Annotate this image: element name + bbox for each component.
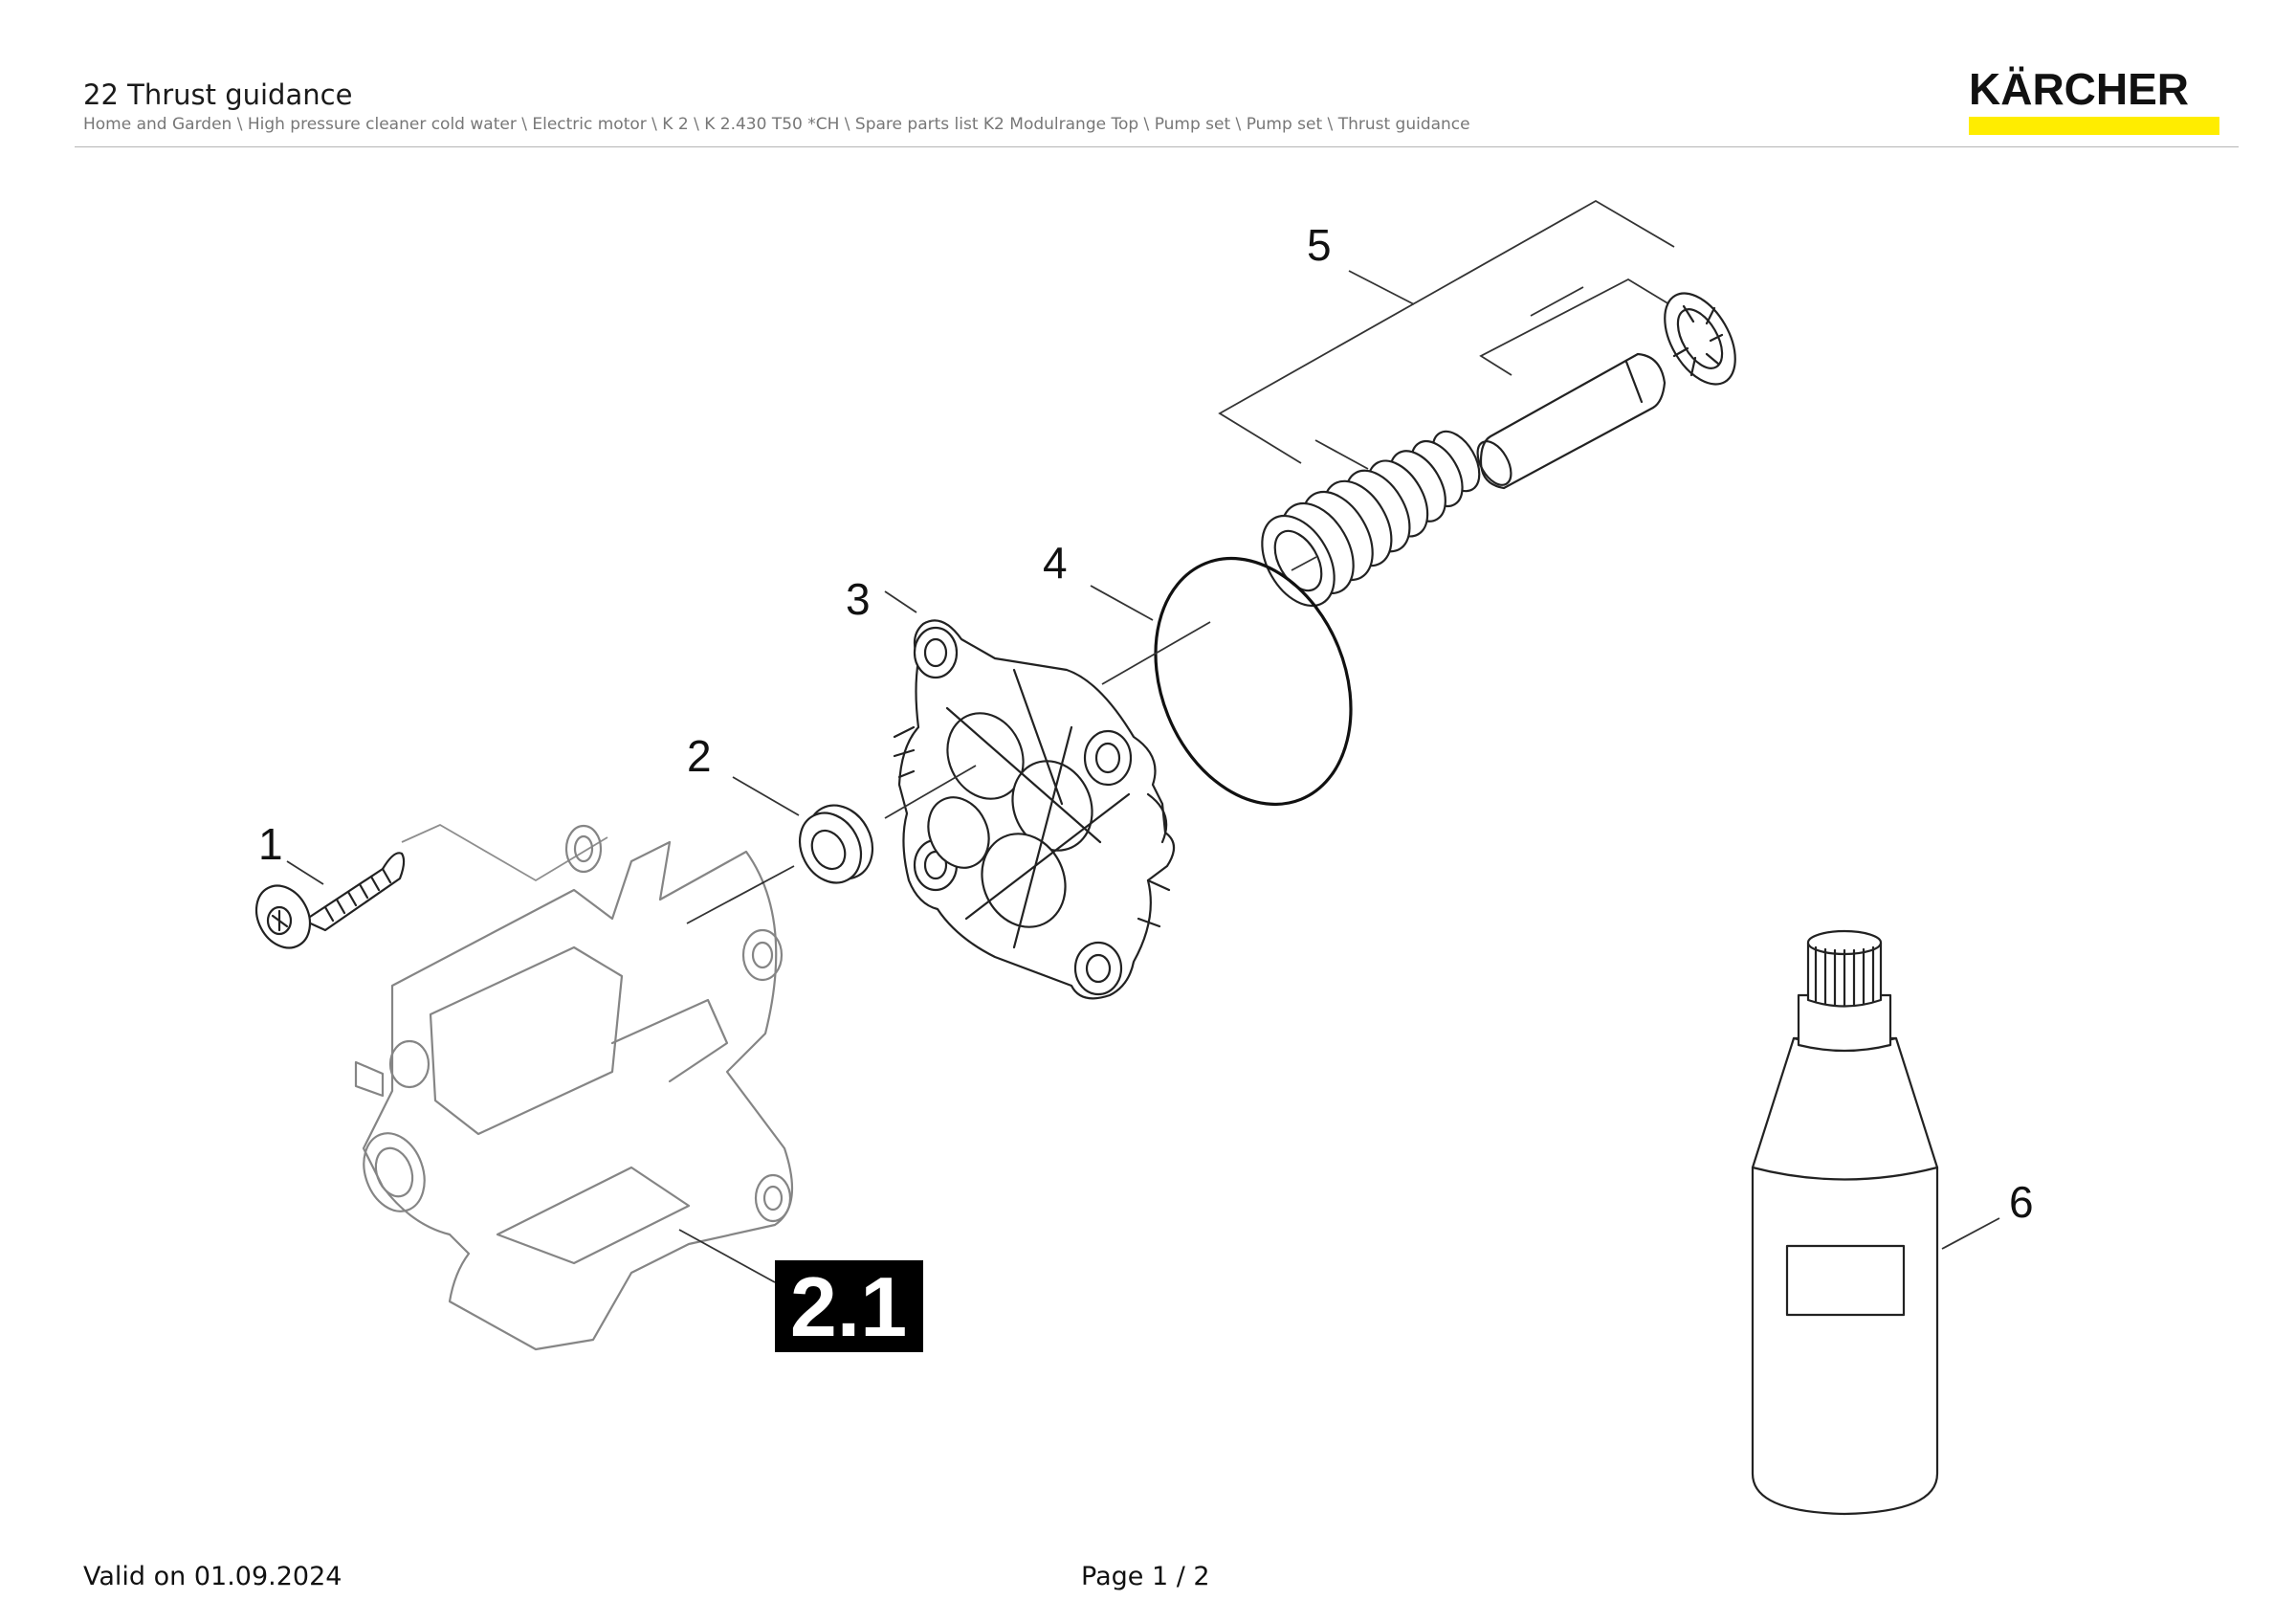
valid-date: Valid on 01.09.2024 xyxy=(83,1562,342,1591)
logo-wordmark: KÄRCHER xyxy=(1969,64,2189,114)
callout-6: 6 xyxy=(2009,1177,2034,1227)
logo-yellow-bar xyxy=(1969,117,2219,135)
header-divider xyxy=(75,146,2239,147)
breadcrumb: Home and Garden \ High pressure cleaner … xyxy=(83,115,1470,134)
page-title: 22 Thrust guidance xyxy=(83,78,353,111)
part-2-seal-ring xyxy=(686,765,977,924)
callout-5: 5 xyxy=(1307,220,1332,270)
part-6-oil-bottle xyxy=(1751,929,2000,1516)
assembly-2-1-pump-housing xyxy=(354,823,794,1351)
assembly-label-2-1: 2.1 xyxy=(790,1259,907,1354)
part-3-thrust-plate xyxy=(884,590,1176,1000)
part-1-screw xyxy=(254,852,406,949)
callout-1: 1 xyxy=(258,819,283,869)
callout-3: 3 xyxy=(846,574,871,624)
part-5-spring-assembly xyxy=(1218,199,1736,608)
callout-4: 4 xyxy=(1043,538,1068,588)
karcher-logo: KÄRCHER xyxy=(1969,67,2223,136)
part-4-o-ring xyxy=(1090,556,1353,807)
assembly-label-box xyxy=(775,1260,923,1352)
page-number: Page 1 / 2 xyxy=(1081,1562,1210,1591)
callout-2: 2 xyxy=(687,731,712,781)
